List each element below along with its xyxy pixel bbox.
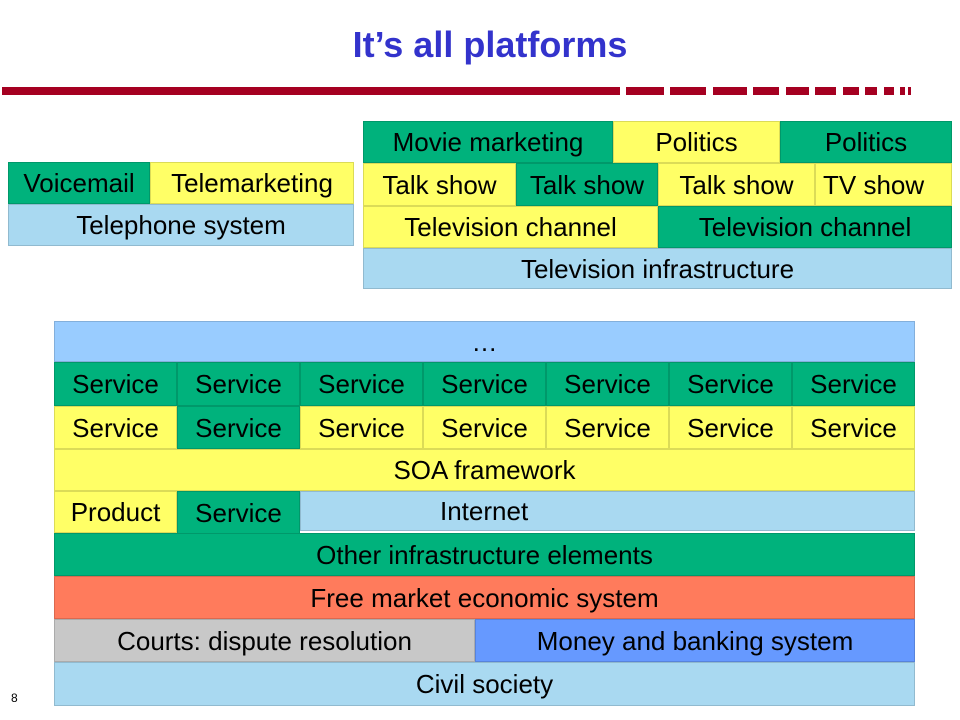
service-box: Service (54, 362, 177, 406)
service-box: Service (423, 406, 546, 449)
politics-box: Politics (613, 121, 780, 163)
talk-show-box: Talk show (658, 163, 815, 206)
other-infrastructure-box: Other infrastructure elements (54, 533, 915, 576)
voicemail-box: Voicemail (8, 162, 150, 204)
service-box: Service (669, 406, 792, 449)
talk-show-box: Talk show (516, 163, 658, 206)
header-rule-segment (670, 87, 706, 95)
product-box: Product (54, 491, 177, 533)
telephone-system-box: Telephone system (8, 204, 354, 246)
movie-marketing-box: Movie marketing (363, 121, 613, 163)
header-rule-segment (786, 87, 809, 95)
service-box: Service (546, 362, 669, 406)
header-rule-segment (865, 87, 877, 95)
television-channel-box: Television channel (658, 206, 952, 248)
soa-framework-box: SOA framework (54, 449, 915, 491)
tv-show-box: TV show (815, 163, 952, 206)
header-rule-segment (753, 87, 779, 95)
header-rule-segment (843, 87, 859, 95)
service-box: Service (792, 362, 915, 406)
slide-number: 8 (11, 691, 18, 705)
header-rule-segment (908, 87, 911, 95)
courts-dispute-resolution-box: Courts: dispute resolution (54, 619, 475, 662)
slide-title: It’s all platforms (352, 24, 628, 65)
ellipsis-box: … (54, 321, 915, 362)
service-box: Service (177, 362, 300, 406)
service-box: Service (792, 406, 915, 449)
service-box: Service (423, 362, 546, 406)
header-rule-segment (884, 87, 894, 95)
internet-box: Internet (300, 491, 915, 531)
telemarketing-box: Telemarketing (150, 162, 354, 204)
header-rule-segment (900, 87, 905, 95)
service-box: Service (177, 491, 300, 534)
service-box: Service (546, 406, 669, 449)
service-box: Service (300, 406, 423, 449)
civil-society-box: Civil society (54, 662, 915, 706)
header-rule-bar (2, 87, 620, 95)
header-rule-segment (713, 87, 747, 95)
service-box: Service (177, 406, 300, 449)
free-market-economic-system-box: Free market economic system (54, 576, 915, 619)
money-banking-system-box: Money and banking system (475, 619, 915, 662)
service-box: Service (669, 362, 792, 406)
television-infrastructure-box: Television infrastructure (363, 248, 952, 289)
header-rule-segment (626, 87, 664, 95)
talk-show-box: Talk show (363, 163, 516, 206)
header-rule (0, 87, 960, 95)
politics-box: Politics (780, 121, 952, 163)
header-rule-segment (815, 87, 836, 95)
television-channel-box: Television channel (363, 206, 658, 248)
service-box: Service (54, 406, 177, 449)
service-box: Service (300, 362, 423, 406)
